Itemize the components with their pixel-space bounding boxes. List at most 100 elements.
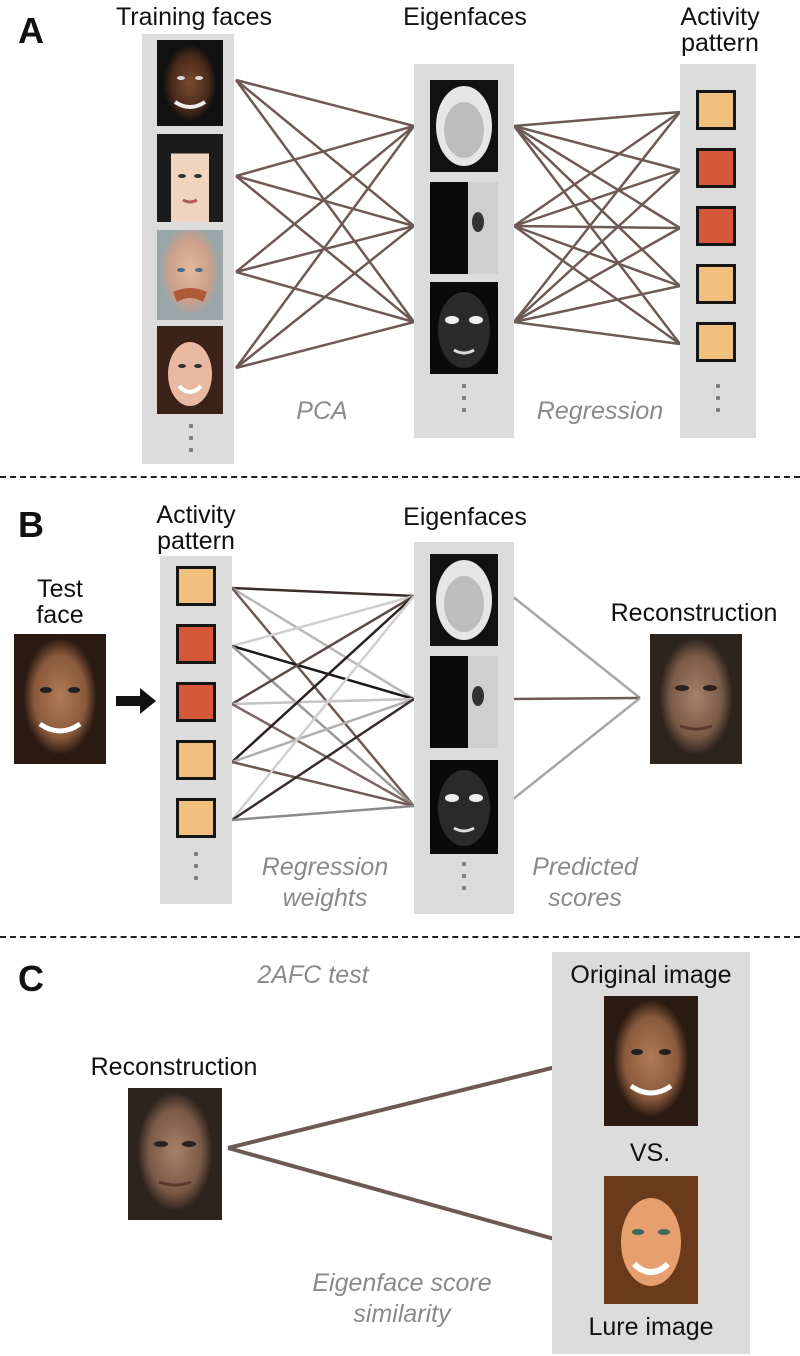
connection-line [513,110,681,228]
connection-line [231,587,415,807]
connection-line [513,110,681,128]
activity-title-line2: pattern [681,29,759,58]
test-face-arrow-icon [116,688,156,714]
original-image [604,996,698,1126]
connection-line [513,320,681,346]
eigenface-3-a [430,282,498,374]
arrow-to-lure [227,1146,578,1248]
regression-weights-line1: Regression [261,853,389,881]
panel-c-letter: C [18,958,44,999]
lure-image-title: Lure image [588,1313,714,1341]
connection-line [231,594,415,706]
test-face-image [14,634,106,764]
eigenface-2-a [430,182,498,274]
activity-box-light [176,798,216,838]
training-face-3 [157,230,223,320]
regression-weights-line2: weights [282,884,368,913]
connection-line [231,760,415,808]
activity-box-light [696,322,736,362]
predicted-scores-line2: scores [548,884,622,913]
connection-line [234,79,416,323]
connection-line [513,169,681,323]
activity-pattern-title-a: Activity pattern [660,4,780,57]
connection-line [513,125,681,345]
divider-2 [0,936,800,938]
connection-line [235,79,415,227]
pca-label: PCA [296,397,348,425]
regression-weight-connections [231,586,415,822]
connection-line [235,78,415,128]
connection-line [231,595,415,821]
activity-ellipsis-a [715,384,721,420]
activity-box-light [696,264,736,304]
activity-ellipsis-b [193,852,199,888]
arrow-to-original [227,1059,578,1150]
panel-b-letter: B [18,504,44,545]
eigenface-1-b [430,554,498,646]
panel-a-letter: A [18,10,44,51]
connection-line [231,645,415,807]
activity-pattern-title-b: Activity pattern [136,502,256,555]
test-face-title: Test face [10,576,110,629]
activity-box-dark [176,624,216,664]
connection-line [513,124,681,172]
predicted-scores-label: Predicted scores [510,852,660,915]
vs-label: VS. [629,1139,671,1167]
activity-box-dark [696,206,736,246]
connection-line [231,644,415,701]
pca-connections [234,78,416,370]
reconstruction-title-b: Reconstruction [610,599,778,627]
connection-line [513,111,681,323]
training-face-1 [157,40,223,126]
activity-title-line1: Activity [680,3,760,31]
connection-line [234,125,416,369]
connection-line [235,124,415,178]
original-image-title: Original image [570,961,732,989]
connection-line [513,224,681,288]
activity-title-b-line1: Activity [156,501,236,529]
predicted-scores-line1: Predicted [532,853,638,881]
connection-line [231,595,415,763]
similarity-line2: similarity [353,1300,451,1329]
eigenfaces-ellipsis-b [461,862,467,898]
divider-1 [0,476,800,478]
test-face-line1: Test [37,575,83,603]
training-faces-title: Training faces [115,3,273,31]
connection-line [235,320,415,370]
connection-line [231,804,415,822]
regression-label: Regression [536,397,664,425]
connection-line [231,697,415,822]
eigenfaces-title-b: Eigenfaces [403,503,527,531]
eigenface-3-b [430,760,498,854]
reconstruction-title-c: Reconstruction [90,1053,258,1081]
activity-box-dark [176,682,216,722]
activity-box-light [696,90,736,130]
reconstruction-image-b [650,634,742,764]
connection-line [513,124,681,230]
connection-line [513,224,681,346]
activity-box-dark [696,148,736,188]
eigenface-score-similarity-label: Eigenface score similarity [282,1268,522,1331]
activity-box-light [176,566,216,606]
connection-line [235,270,415,324]
connection-line [513,284,681,324]
connection-line [235,175,415,323]
regression-weights-label: Regression weights [240,852,410,915]
training-face-4 [157,326,223,414]
connection-line [235,174,415,228]
activity-column-b [160,556,232,904]
activity-box-light [176,740,216,780]
eigenface-1-a [430,80,498,172]
activity-title-b-line2: pattern [157,527,235,556]
connection-line [231,586,415,598]
eigenface-2-b [430,656,498,748]
reconstruction-image-c [128,1088,222,1220]
lure-image [604,1176,698,1304]
connection-line [235,125,415,273]
training-faces-ellipsis [188,424,194,460]
connection-line [513,168,681,228]
similarity-line1: Eigenface score [312,1269,492,1297]
connection-line [513,224,681,230]
connection-line [231,697,415,764]
eigenfaces-title-a: Eigenfaces [403,3,527,31]
